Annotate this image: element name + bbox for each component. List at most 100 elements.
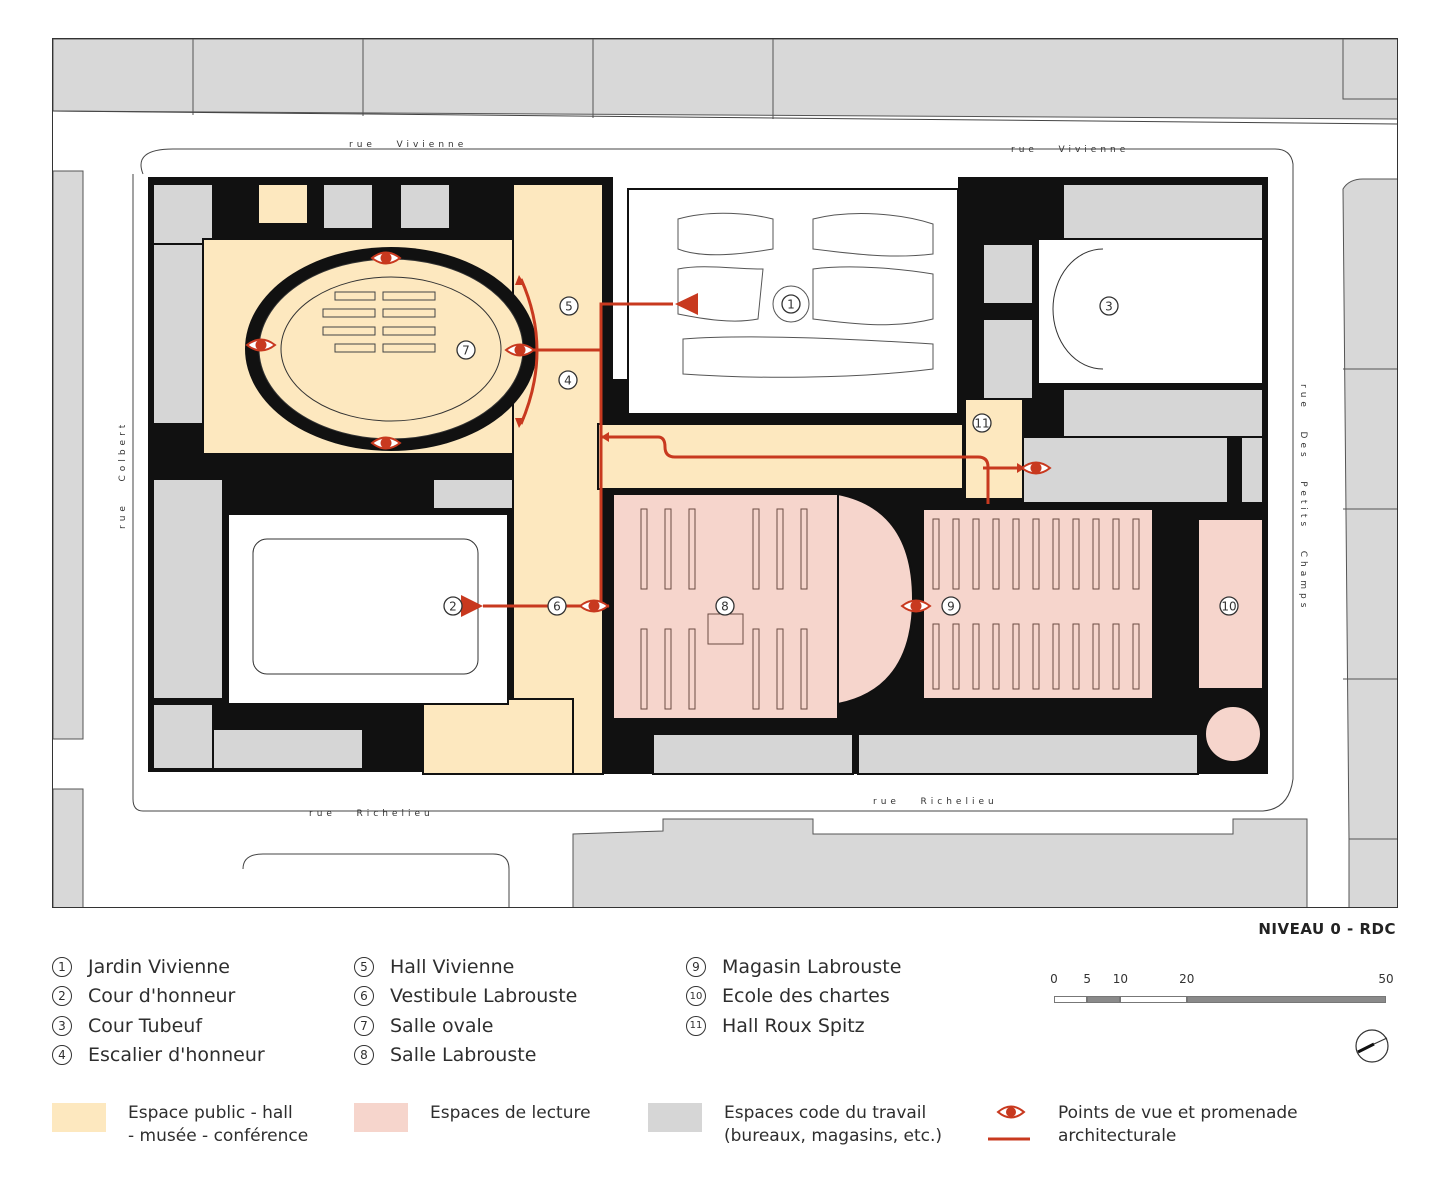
eye-icon <box>1020 461 1052 475</box>
place-marker-9: 9 <box>941 596 961 616</box>
arrow-triangle-icon <box>461 595 483 617</box>
number-badge-icon: 7 <box>354 1015 374 1036</box>
neighbor-blocks <box>53 39 1397 907</box>
legend-label: Jardin Vivienne <box>88 955 230 978</box>
place-marker-3: 3 <box>1099 296 1119 316</box>
legend-item-1: 1 Jardin Vivienne <box>52 952 265 982</box>
arrow-head-icon <box>515 418 525 428</box>
svg-text:6: 6 <box>553 600 561 614</box>
courtyards <box>227 188 1264 705</box>
work-space-swatch <box>648 1103 702 1132</box>
svg-text:3: 3 <box>1105 300 1113 314</box>
place-marker-2: 2 <box>443 596 463 616</box>
place-marker-7: 7 <box>456 340 476 360</box>
place-markers: 1 2 3 4 5 6 7 8 9 10 11 <box>443 294 1239 616</box>
street-label-richelieu-east: rue Richelieu <box>873 797 998 807</box>
street-labels: rue Vivienne rue Vivienne rue Colbert rue D… <box>118 140 1308 819</box>
eye-icon <box>578 599 610 613</box>
legend-item-11: 11 Hall Roux Spitz <box>686 1011 901 1041</box>
level-title: NIVEAU 0 - RDC <box>1258 920 1396 938</box>
legend-label: Salle Labrouste <box>390 1044 537 1067</box>
category-label: Espace public - hall - musée - conférenc… <box>128 1103 309 1146</box>
number-badge-icon: 5 <box>354 956 374 977</box>
street-label-vivienne-east: rue Vivienne <box>1011 145 1129 155</box>
arrow-head-icon <box>601 432 609 442</box>
category-label: Espaces code du travail (bureaux, magasi… <box>724 1103 943 1146</box>
viewpoint-markers <box>245 251 1052 613</box>
legend-column-1: 1 Jardin Vivienne 2 Cour d'honneur 3 Cour T… <box>52 952 265 1070</box>
category-label: Points de vue et promenade architectural… <box>1058 1103 1298 1146</box>
scale-tick-label: 0 <box>1050 972 1058 986</box>
number-badge-icon: 2 <box>52 986 72 1007</box>
place-marker-4: 4 <box>558 370 578 390</box>
svg-text:2: 2 <box>449 600 457 614</box>
svg-text:7: 7 <box>462 344 470 358</box>
north-arrow-icon <box>1355 1029 1389 1063</box>
legend-item-4: 4 Escalier d'honneur <box>52 1041 265 1071</box>
street-label-colbert: rue Colbert <box>118 421 128 529</box>
svg-text:11: 11 <box>974 417 989 431</box>
place-marker-6: 6 <box>547 596 567 616</box>
legend-item-7: 7 Salle ovale <box>354 1011 577 1041</box>
salle-ovale <box>245 247 537 451</box>
legend-category-work: Espaces code du travail (bureaux, magasi… <box>648 1102 942 1148</box>
number-badge-icon: 10 <box>686 986 706 1007</box>
number-badge-icon: 4 <box>52 1045 72 1066</box>
number-badge-icon: 3 <box>52 1015 72 1036</box>
category-label: Espaces de lecture <box>430 1103 591 1123</box>
svg-text:1: 1 <box>787 298 795 312</box>
eye-icon <box>370 251 402 265</box>
legend-item-2: 2 Cour d'honneur <box>52 982 265 1012</box>
street-label-vivienne-west: rue Vivienne <box>349 140 467 150</box>
legend-label: Escalier d'honneur <box>88 1044 265 1067</box>
svg-text:5: 5 <box>565 300 573 314</box>
eye-icon <box>504 343 536 357</box>
street-label-richelieu-west: rue Richelieu <box>309 809 434 819</box>
place-marker-1: 1 <box>781 294 801 314</box>
eye-icon <box>245 338 277 352</box>
scale-segment <box>1186 996 1386 1003</box>
svg-text:8: 8 <box>721 600 729 614</box>
arrow-triangle-icon <box>675 293 698 315</box>
place-marker-10: 10 <box>1219 596 1239 616</box>
legend-label: Cour Tubeuf <box>88 1014 203 1037</box>
number-badge-icon: 1 <box>52 956 72 977</box>
scale-segment <box>1054 996 1088 1003</box>
legend-label: Salle ovale <box>390 1014 494 1037</box>
legend-label: Vestibule Labrouste <box>390 985 578 1008</box>
street-label-petits-champs: rue Des Petits Champs <box>1298 384 1308 611</box>
legend-item-10: 10 Ecole des chartes <box>686 982 901 1012</box>
legend-category-public: Espace public - hall - musée - conférenc… <box>52 1102 308 1148</box>
arrow-head-icon <box>515 275 525 285</box>
number-badge-icon: 9 <box>686 956 706 977</box>
number-badge-icon: 8 <box>354 1045 374 1066</box>
legend-label: Hall Roux Spitz <box>722 1014 865 1037</box>
legend-category-route: Points de vue et promenade architectural… <box>986 1102 1298 1148</box>
legend-item-6: 6 Vestibule Labrouste <box>354 982 577 1012</box>
legend-label: Cour d'honneur <box>88 985 236 1008</box>
place-marker-5: 5 <box>559 296 579 316</box>
number-badge-icon: 6 <box>354 986 374 1007</box>
legend-item-3: 3 Cour Tubeuf <box>52 1011 265 1041</box>
eye-icon <box>900 599 932 613</box>
svg-text:10: 10 <box>1221 600 1236 614</box>
legend-category-reading: Espaces de lecture <box>354 1102 591 1132</box>
salle-labrouste-shelves <box>640 508 1140 710</box>
svg-text:9: 9 <box>947 600 955 614</box>
legend-label: Ecole des chartes <box>722 985 890 1008</box>
place-marker-8: 8 <box>715 596 735 616</box>
svg-text:4: 4 <box>564 374 572 388</box>
street-outlines <box>53 110 1397 907</box>
viewpoint-route-icon <box>988 1105 1030 1141</box>
scale-tick-label: 10 <box>1112 972 1129 986</box>
number-badge-icon: 11 <box>686 1015 706 1036</box>
scale-segment <box>1087 996 1121 1003</box>
legend-item-8: 8 Salle Labrouste <box>354 1041 577 1071</box>
